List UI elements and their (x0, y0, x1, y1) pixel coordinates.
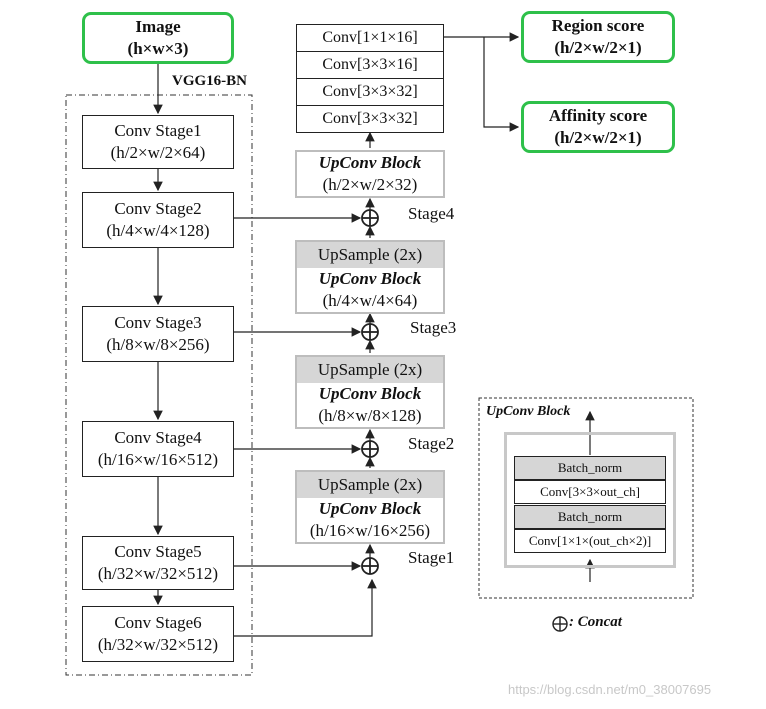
concat-node-stage1 (361, 557, 379, 575)
upconv-title: UpConv Block (318, 384, 422, 403)
output-dims: (h/2×w/2×1) (554, 128, 642, 147)
upsample-header: UpSample (2x) (297, 357, 443, 383)
stage-dims: (h/32×w/32×512) (97, 564, 219, 583)
upsample-block-3: UpSample (2x) UpConv Block (h/4×w/4×64) (295, 240, 445, 314)
head-conv-stack: Conv[1×1×16] Conv[3×3×16] Conv[3×3×32] C… (296, 24, 444, 133)
stage-dims: (h/4×w/4×128) (106, 221, 210, 240)
stage-label-3: Stage3 (410, 318, 457, 337)
stage-dims: (h/2×w/2×64) (110, 143, 206, 162)
output-title: Affinity score (548, 106, 648, 125)
stage-dims: (h/8×w/8×256) (106, 335, 210, 354)
conv-stage-2: Conv Stage2 (h/4×w/4×128) (82, 192, 234, 248)
head-conv-4: Conv[3×3×32] (322, 110, 418, 127)
upsample-header: UpSample (2x) (297, 242, 443, 268)
conv-stage-5: Conv Stage5 (h/32×w/32×512) (82, 536, 234, 590)
legend-row-conv1: Conv[1×1×(out_ch×2)] (514, 529, 666, 553)
legend-dashed-box (478, 397, 694, 599)
stage-name: Conv Stage5 (114, 542, 202, 561)
region-score-box: Region score (h/2×w/2×1) (521, 11, 675, 63)
concat-node-stage3 (361, 323, 379, 341)
upsample-block-2: UpSample (2x) UpConv Block (h/8×w/8×128) (295, 355, 445, 429)
output-dims: (h/2×w/2×1) (554, 38, 642, 57)
stage-dims: (h/16×w/16×512) (97, 450, 219, 469)
head-conv-3: Conv[3×3×32] (297, 79, 443, 106)
stage-name: Conv Stage6 (114, 613, 202, 632)
input-image-box: Image (h×w×3) (82, 12, 234, 64)
legend-row-batchnorm-1: Batch_norm (514, 456, 666, 480)
upsample-block-1: UpSample (2x) UpConv Block (h/16×w/16×25… (295, 470, 445, 544)
concat-legend-symbol (552, 616, 568, 632)
backbone-label: VGG16-BN (172, 73, 247, 89)
upconv-dims: (h/8×w/8×128) (318, 406, 422, 425)
watermark: https://blog.csdn.net/m0_38007695 (508, 682, 712, 697)
conv-stage-3: Conv Stage3 (h/8×w/8×256) (82, 306, 234, 362)
head-conv-2: Conv[3×3×16] (297, 52, 443, 79)
stage-label-1: Stage1 (408, 548, 455, 567)
legend-block-frame (504, 432, 676, 568)
upconv-title: UpConv Block (318, 153, 422, 172)
upsample-header: UpSample (2x) (297, 472, 443, 498)
affinity-score-box: Affinity score (h/2×w/2×1) (521, 101, 675, 153)
stage-label-4: Stage4 (408, 204, 455, 223)
upconv-block-4: UpConv Block (h/2×w/2×32) (295, 150, 445, 198)
upconv-dims: (h/4×w/4×64) (322, 291, 418, 310)
upconv-title: UpConv Block (318, 269, 422, 288)
legend-row-conv3: Conv[3×3×out_ch] (514, 480, 666, 504)
stage-name: Conv Stage4 (114, 428, 202, 447)
conv-stage-4: Conv Stage4 (h/16×w/16×512) (82, 421, 234, 477)
stage-label-2: Stage2 (408, 434, 455, 453)
conv-stage-1: Conv Stage1 (h/2×w/2×64) (82, 115, 234, 169)
output-title: Region score (551, 16, 645, 35)
conv-stage-6: Conv Stage6 (h/32×w/32×512) (82, 606, 234, 662)
input-title: Image (135, 17, 181, 36)
stage-name: Conv Stage2 (114, 199, 202, 218)
head-conv-1: Conv[1×1×16] (297, 25, 443, 52)
legend-title: UpConv Block (486, 404, 571, 419)
concat-node-stage4 (361, 209, 379, 227)
legend-row-batchnorm-2: Batch_norm (514, 505, 666, 529)
upconv-dims: (h/2×w/2×32) (322, 175, 418, 194)
backbone-dashed-box (65, 94, 253, 676)
stage-dims: (h/32×w/32×512) (97, 635, 219, 654)
upconv-dims: (h/16×w/16×256) (309, 521, 431, 540)
stage-name: Conv Stage1 (114, 121, 202, 140)
concat-node-stage2 (361, 440, 379, 458)
concat-label: : Concat (569, 614, 622, 630)
stage-name: Conv Stage3 (114, 313, 202, 332)
input-dims: (h×w×3) (127, 39, 189, 58)
upconv-title: UpConv Block (318, 499, 422, 518)
